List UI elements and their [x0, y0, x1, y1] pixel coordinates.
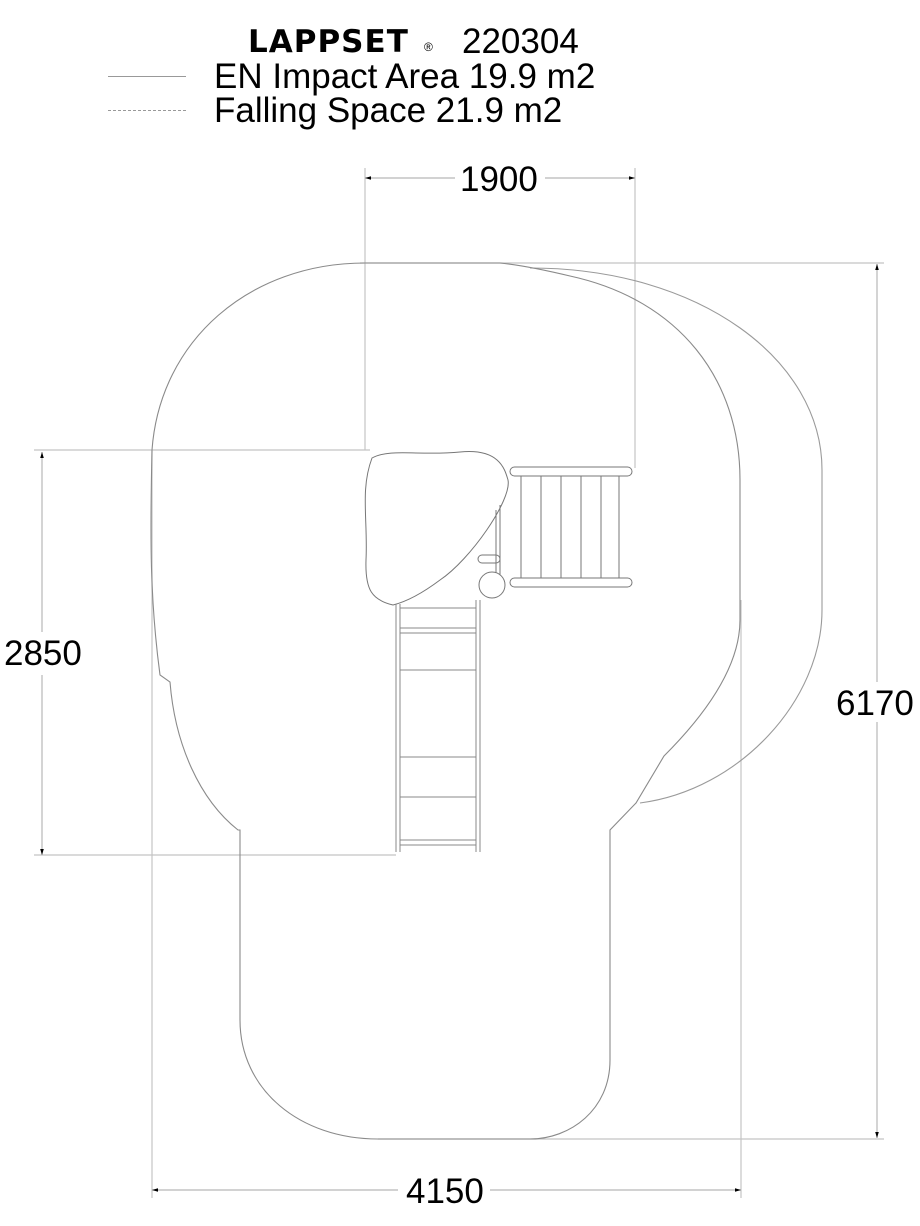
product-code: 220304	[462, 22, 579, 61]
dimension-lines	[40, 176, 879, 1192]
dimension-bottom-width: 4150	[402, 1174, 488, 1209]
impact-area-outline	[150, 262, 741, 1140]
legend-impact-area: EN Impact Area 19.9 m2	[214, 57, 596, 96]
falling-space-outline	[529, 267, 823, 804]
dimension-right-height: 6170	[832, 686, 918, 721]
solid-line-swatch-icon	[108, 76, 186, 77]
brand-logo: LAPPSET	[248, 24, 409, 60]
drawing-header: LAPPSET ® 220304 EN Impact Area 19.9 m2 …	[0, 0, 920, 140]
registered-mark: ®	[424, 40, 433, 54]
dimension-top-width: 1900	[456, 162, 542, 197]
dimension-left-height: 2850	[0, 636, 86, 671]
dashed-line-swatch-icon	[108, 110, 186, 111]
climbing-net	[477, 466, 633, 599]
roof-panel	[364, 451, 509, 606]
ladder	[395, 600, 481, 852]
legend-falling-space: Falling Space 21.9 m2	[214, 91, 563, 130]
extension-lines	[34, 168, 884, 1198]
